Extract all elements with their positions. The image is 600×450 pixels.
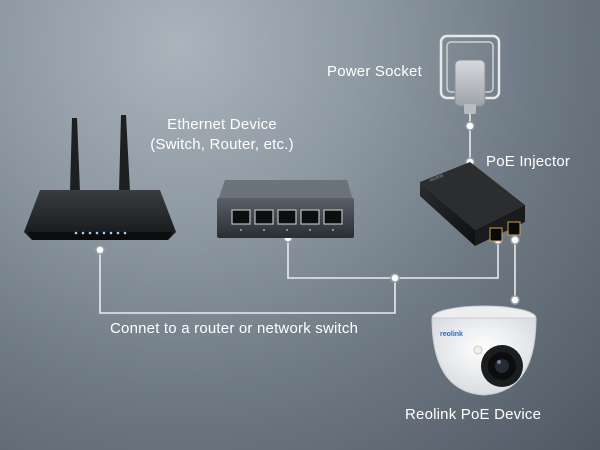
power-plug-dot bbox=[465, 121, 475, 131]
injector-brand-text: reolink bbox=[429, 173, 445, 184]
router-illustration bbox=[24, 115, 176, 240]
ethernet-device-label: Ethernet Device (Switch, Router, etc.) bbox=[138, 115, 306, 155]
ethernet-device-subtitle: (Switch, Router, etc.) bbox=[150, 136, 294, 153]
router-port-dot bbox=[95, 245, 105, 255]
ethernet-device-title: Ethernet Device bbox=[167, 116, 277, 133]
switch-illustration bbox=[217, 180, 354, 238]
camera-illustration: reolink bbox=[431, 305, 537, 396]
junction-dot bbox=[390, 273, 400, 283]
camera-brand-text: reolink bbox=[440, 331, 463, 338]
power-socket-label: Power Socket bbox=[327, 63, 422, 80]
camera-dot bbox=[510, 295, 520, 305]
power-socket-illustration bbox=[439, 34, 501, 114]
switch-to-injector-line bbox=[287, 238, 499, 279]
reolink-device-label: Reolink PoE Device bbox=[405, 406, 542, 423]
router-to-injector-line bbox=[99, 250, 396, 314]
poe-injector-label: PoE Injector bbox=[486, 153, 571, 170]
poe-injector-illustration: reolink bbox=[420, 162, 525, 246]
injector-poe-dot bbox=[510, 235, 520, 245]
connect-note-label: Connet to a router or network switch bbox=[110, 320, 359, 337]
